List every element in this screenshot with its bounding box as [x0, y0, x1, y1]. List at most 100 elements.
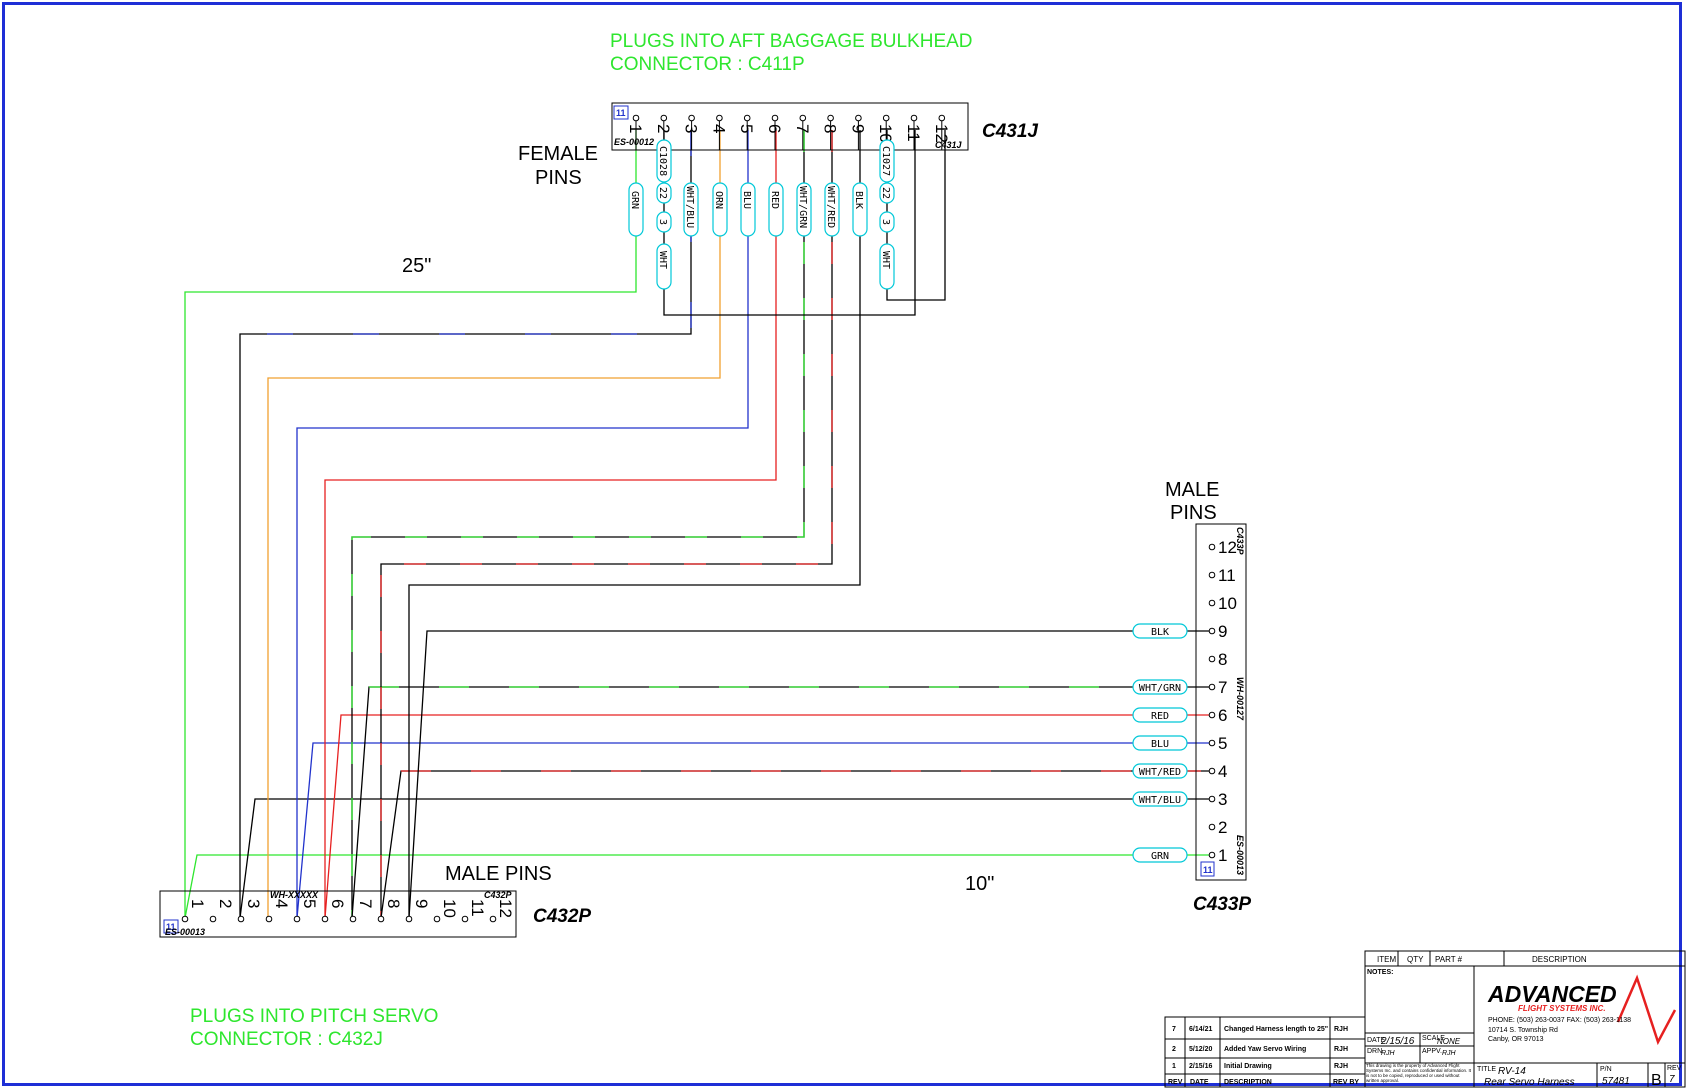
- wire-wht-red-top-tracer: [380, 130, 833, 918]
- connector-name-c433p: C433P: [1193, 894, 1251, 915]
- rev-row-rev: 1: [1172, 1063, 1176, 1070]
- c433p-pin-3: [1208, 795, 1216, 803]
- part-c431j: ES-00012: [614, 137, 654, 147]
- sleeve-text-wht-b: WHT: [880, 251, 891, 269]
- c431j-pin-9: [855, 114, 862, 122]
- c433p-pin-label-2: 2: [1218, 818, 1227, 837]
- c432p-pin-3: [237, 915, 245, 923]
- connector-name-c431j: C431J: [982, 121, 1038, 142]
- c433p-pin-8: [1208, 655, 1216, 663]
- c432p-pin-label-7: 7: [356, 899, 375, 908]
- c433p-pin-label-5: 5: [1218, 734, 1227, 753]
- tb-notes: NOTES:: [1367, 969, 1393, 976]
- harness-c432p: WH-XXXXX: [270, 890, 319, 900]
- badge-c432p: [163, 919, 179, 934]
- c431j-pin-label-6: 6: [765, 124, 784, 133]
- wire-blk-bottom: [408, 630, 1212, 919]
- sleeve-text-wht-blu-top: WHT/BLU: [684, 186, 695, 228]
- sleeve-c1027: [879, 139, 895, 183]
- sleeve-grn-top: [628, 182, 644, 237]
- sleeve-text-c1027: C1027: [880, 146, 891, 176]
- c431j-pin-label-3: 3: [682, 124, 701, 133]
- female-pins-label-2: PINS: [535, 167, 582, 189]
- sleeve-text-grn-top: GRN: [629, 191, 640, 209]
- c432p-pin-5: [293, 915, 301, 923]
- sleeve-text-red-right: RED: [1151, 711, 1169, 722]
- c432p-pin-label-12: 12: [496, 899, 515, 918]
- c432p-pin-label-11: 11: [468, 899, 487, 917]
- rev-head-desc: DESCRIPTION: [1224, 1079, 1272, 1086]
- c431j-pin-label-7: 7: [793, 124, 812, 133]
- c433p-pin-label-1: 1: [1218, 846, 1227, 865]
- tag-c433p: C433P: [1235, 527, 1245, 556]
- badge-c432p-text: 11: [166, 922, 176, 932]
- c433p-pin-label-8: 8: [1218, 650, 1227, 669]
- wire-wht-red-top: [380, 130, 833, 918]
- sleeve-text-3b: 3: [880, 219, 891, 225]
- wire-red-top: [324, 130, 777, 918]
- tb-phone: PHONE: (503) 263-0037 FAX: (503) 263-113…: [1488, 1017, 1631, 1024]
- c432p-pin-label-5: 5: [300, 899, 319, 908]
- wire-wht-grn-top: [351, 130, 805, 918]
- tb-rev-label: REV: [1667, 1065, 1682, 1072]
- rev-head-by: REV BY: [1333, 1079, 1359, 1086]
- sleeve-text-grn-right: GRN: [1151, 851, 1169, 862]
- sleeve-text-3a: 3: [657, 219, 668, 225]
- company-name: ADVANCED: [1487, 981, 1617, 1007]
- sleeve-text-red-top: RED: [769, 191, 780, 209]
- rev-row-by: RJH: [1334, 1046, 1348, 1053]
- c431j-pin-label-12: 12: [932, 124, 951, 143]
- sleeve-blu-right: [1132, 735, 1188, 751]
- sleeve-text-wht-blu-right: WHT/BLU: [1139, 795, 1181, 806]
- c431j-pin-10: [882, 114, 890, 122]
- sleeve-blk-top: [852, 182, 868, 237]
- sleeve-text-wht-red-right: WHT/RED: [1139, 767, 1181, 778]
- c431j-pin-label-10: 10: [876, 124, 895, 143]
- c433p-pin-label-11: 11: [1218, 566, 1236, 585]
- note-bottom-line2: CONNECTOR : C432J: [190, 1029, 383, 1050]
- male-pins-bottom-label: MALE PINS: [445, 863, 552, 885]
- wire-shield-c1028: [663, 130, 916, 316]
- c432p-pin-label-8: 8: [384, 899, 403, 908]
- sleeve-text-blu-right: BLU: [1151, 739, 1169, 750]
- wire-wht-blu-top-tracer: [240, 130, 692, 335]
- sleeve-text-blu-top: BLU: [741, 191, 752, 209]
- connector-c433p: 11 ES-00013 WH-00127 C433P 1234567891011…: [1195, 523, 1247, 881]
- rev-head-date: DATE: [1190, 1079, 1209, 1086]
- tb-addr2: Canby, OR 97013: [1488, 1036, 1544, 1043]
- c433p-pin-label-4: 4: [1218, 762, 1227, 781]
- c432p-pin-12: [489, 915, 497, 923]
- sleeve-text-c1028: C1028: [657, 146, 668, 176]
- sleeve-wht-blu-top: [683, 182, 699, 237]
- length-bottom-label: 10": [965, 873, 994, 895]
- sleeve-wht-blu-right: [1132, 791, 1188, 807]
- c433p-pin-1: [1208, 851, 1216, 859]
- c432p-pin-label-2: 2: [216, 899, 235, 908]
- c431j-pin-label-1: 1: [626, 124, 645, 133]
- c432p-pin-11: [461, 915, 469, 923]
- tag-c431j: C431J: [935, 140, 963, 150]
- c431j-pin-8: [827, 114, 834, 122]
- c433p-pin-11: [1208, 571, 1216, 579]
- harness-c433p: WH-00127: [1235, 677, 1245, 721]
- sleeve-text-22a: 22: [657, 187, 668, 199]
- wire-orn: [267, 130, 721, 918]
- c431j-pin-2: [660, 114, 668, 122]
- part-c432p: ES-00013: [165, 927, 205, 937]
- wire-blk-top: [408, 130, 861, 918]
- sleeve-red-top: [768, 182, 784, 237]
- sleeve-wht-b: [879, 243, 895, 290]
- wire-shield-c1027: [886, 130, 946, 301]
- title-block: [1164, 950, 1686, 1088]
- tb-pn-value: 57481: [1602, 1076, 1630, 1087]
- rev-row-rev: 7: [1172, 1026, 1176, 1033]
- c433p-pin-label-7: 7: [1218, 678, 1227, 697]
- sleeve-text-orn: ORN: [713, 191, 724, 209]
- c431j-pin-7: [799, 114, 807, 122]
- tb-size-value: B: [1651, 1072, 1662, 1089]
- wire-wht-blu-bottom: [239, 798, 1212, 919]
- sleeve-grn-right: [1132, 847, 1188, 863]
- c433p-pin-label-10: 10: [1218, 594, 1237, 613]
- rev-row-desc: Added Yaw Servo Wiring: [1224, 1046, 1306, 1053]
